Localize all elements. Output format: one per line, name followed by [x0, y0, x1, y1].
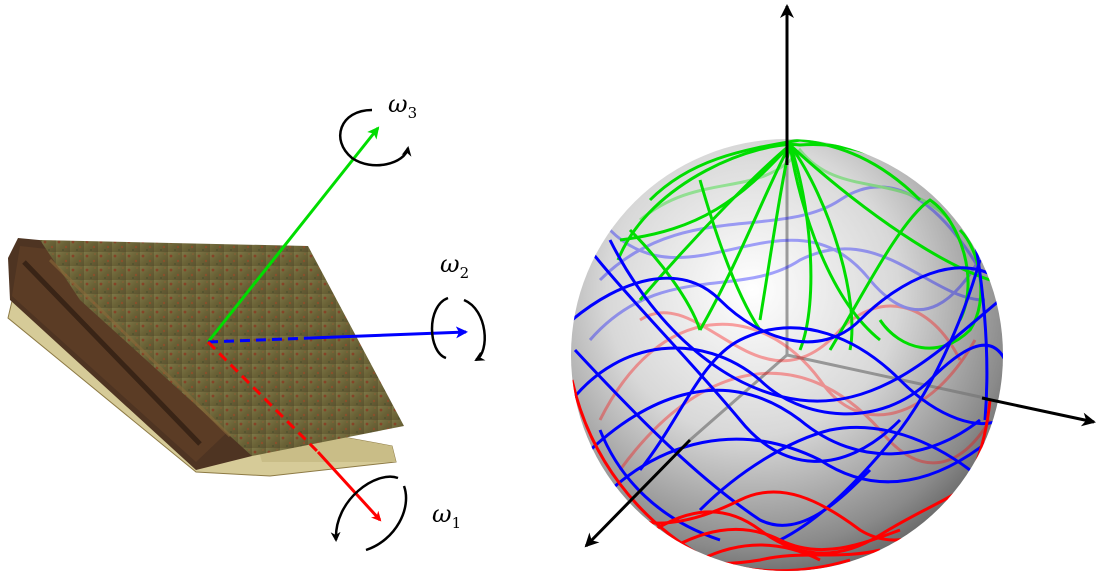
omega-2-label: ω2 [440, 250, 469, 282]
sphere-axes [584, 4, 1096, 548]
axis-3-arrow [206, 126, 380, 343]
green-trajectories [616, 139, 991, 351]
axis-1-dashed [206, 340, 320, 454]
book-cover [40, 240, 404, 456]
axis-1-arrow [316, 450, 382, 522]
sphere-plot [571, 4, 1096, 571]
rotation-arrow-1 [330, 475, 399, 542]
x-axis-arrow [981, 396, 1096, 427]
axis-2-dashed [207, 336, 311, 344]
rotation-arrow-3 [339, 108, 412, 167]
book-photo [7, 238, 404, 477]
inner-axes [689, 165, 986, 442]
rotation-arrow-2 [430, 296, 486, 360]
body-axes [206, 126, 468, 522]
rotation-arrow-icon [330, 108, 486, 552]
axis-2-arrow [309, 326, 468, 340]
rotation-arrow-1b [365, 485, 408, 552]
omega-3-label: ω3 [388, 90, 417, 122]
y-axis-arrow [584, 438, 692, 548]
omega-1-label: ω1 [432, 500, 461, 532]
